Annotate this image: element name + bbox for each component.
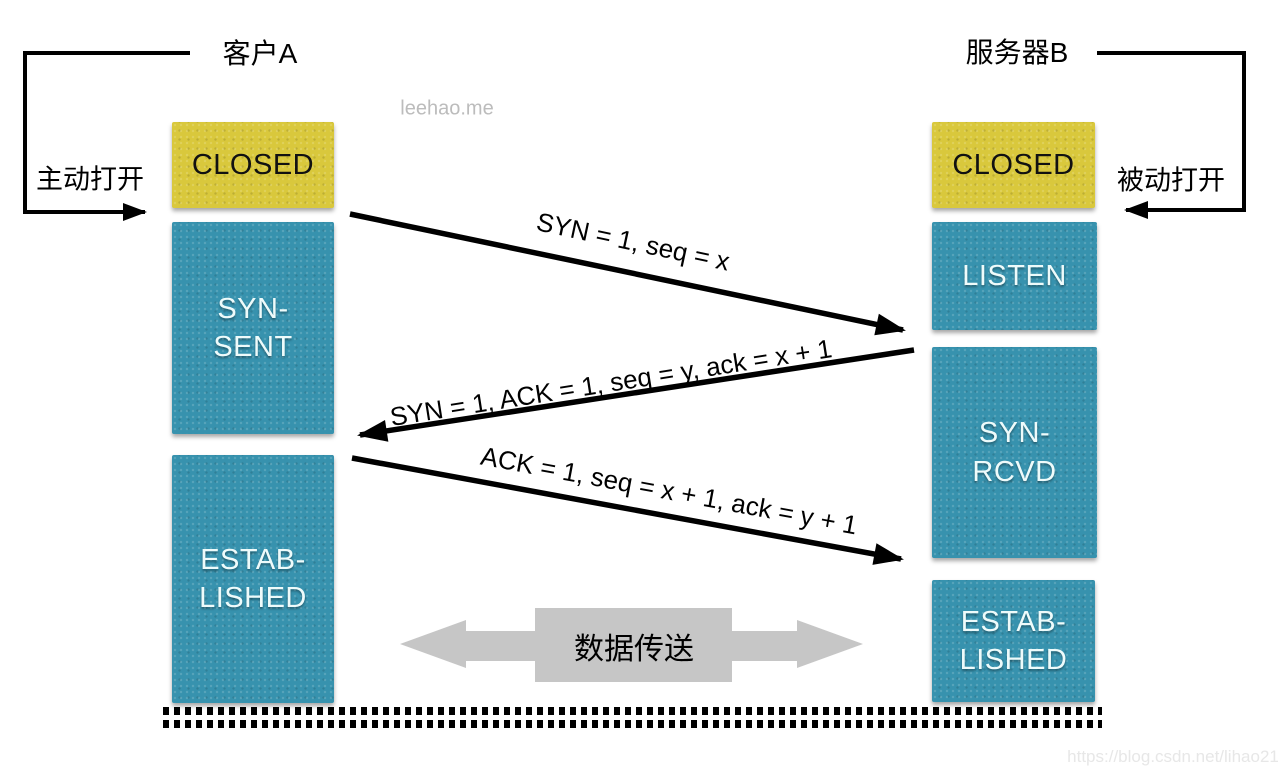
data-transfer-arrow bbox=[400, 608, 863, 682]
active-open-label: 主动打开 bbox=[36, 164, 144, 195]
passive-open-label: 被动打开 bbox=[1117, 165, 1225, 196]
syn-ack-arrow bbox=[357, 347, 915, 442]
server-state-established: ESTAB- LISHED bbox=[932, 580, 1095, 702]
timeline-dotted-line bbox=[163, 707, 1102, 728]
watermark-bottom: https://blog.csdn.net/lihao21 bbox=[1067, 747, 1279, 766]
data-transfer-label: 数据传送 bbox=[574, 633, 694, 666]
client-state-established: ESTAB- LISHED bbox=[172, 455, 334, 703]
server-title: 服务器B bbox=[965, 37, 1069, 68]
client-state-syn-sent: SYN- SENT bbox=[172, 222, 334, 434]
client-title: 客户A bbox=[222, 38, 298, 69]
server-state-syn-rcvd: SYN- RCVD bbox=[932, 347, 1097, 558]
client-state-closed: CLOSED bbox=[172, 122, 334, 208]
ack-arrow bbox=[351, 455, 904, 565]
watermark-top: leehao.me bbox=[400, 97, 494, 120]
active-open-arrow bbox=[23, 51, 190, 221]
server-state-listen: LISTEN bbox=[932, 222, 1097, 330]
passive-open-arrow bbox=[1097, 51, 1246, 219]
syn-arrow bbox=[349, 211, 906, 336]
server-state-closed: CLOSED bbox=[932, 122, 1095, 208]
